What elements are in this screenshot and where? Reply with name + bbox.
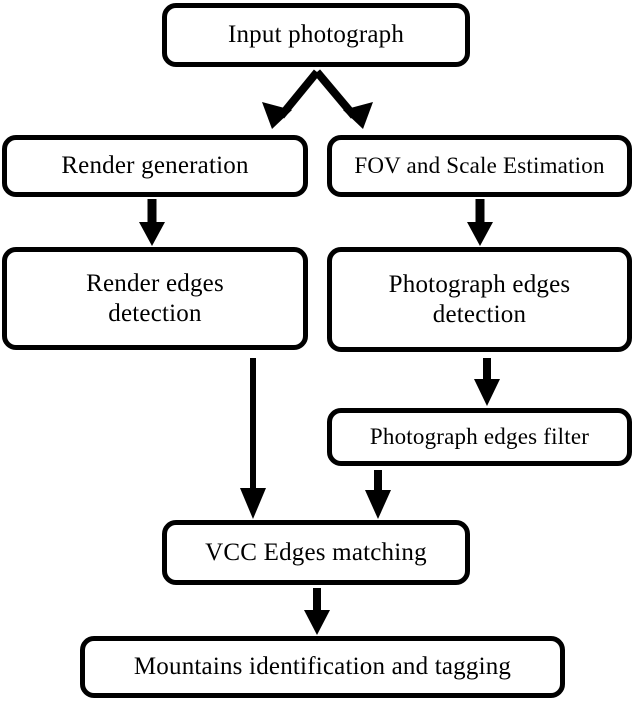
node-mountains-identification-and-tagging[interactable]: Mountains identification and tagging: [80, 636, 565, 698]
node-render-edges-detection-line2: detection: [108, 299, 202, 327]
edge-photo-filter-to-vcc: [365, 470, 391, 519]
edge-fov-to-photo-edges: [467, 199, 493, 246]
edge-render-gen-to-render-edges: [139, 199, 165, 246]
edge-input-to-render-gen: [262, 69, 321, 129]
node-render-edges-detection[interactable]: Render edges detection: [2, 247, 308, 350]
node-input-photograph-label: Input photograph: [227, 21, 405, 49]
node-vcc-edges-matching-label: VCC Edges matching: [205, 538, 427, 566]
edge-vcc-to-mountains: [304, 588, 330, 635]
node-render-generation-label: Render generation: [61, 152, 249, 180]
edge-input-to-fov: [313, 69, 373, 129]
node-render-edges-detection-label: Render edges detection: [7, 269, 303, 328]
node-photograph-edges-detection-line1: Photograph edges: [388, 271, 571, 298]
edge-photo-edges-to-photo-filter: [474, 358, 500, 406]
node-input-photograph[interactable]: Input photograph: [162, 3, 470, 67]
node-photograph-edges-detection-line2: detection: [432, 300, 527, 328]
node-mountains-identification-and-tagging-label: Mountains identification and tagging: [133, 653, 512, 681]
edge-render-edges-to-vcc: [240, 358, 266, 519]
node-fov-and-scale-estimation-label: FOV and Scale Estimation: [354, 153, 605, 179]
node-photograph-edges-filter-label: Photograph edges filter: [369, 424, 590, 450]
node-photograph-edges-detection-label: Photograph edges detection: [332, 270, 627, 329]
node-vcc-edges-matching[interactable]: VCC Edges matching: [162, 520, 470, 585]
node-photograph-edges-filter[interactable]: Photograph edges filter: [327, 408, 632, 466]
node-fov-and-scale-estimation[interactable]: FOV and Scale Estimation: [327, 135, 632, 197]
node-render-generation[interactable]: Render generation: [2, 135, 308, 197]
node-photograph-edges-detection[interactable]: Photograph edges detection: [327, 247, 632, 352]
node-render-edges-detection-line1: Render edges: [86, 270, 224, 297]
